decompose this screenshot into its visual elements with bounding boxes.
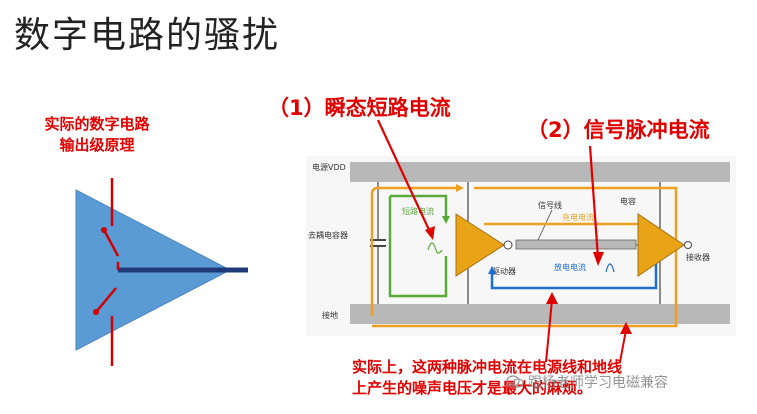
bottom-note-line-1: 实际上，这两种脉冲电流在电源线和地线 bbox=[352, 358, 623, 376]
green-short-loop bbox=[388, 196, 448, 298]
capacitor-label: 电容 bbox=[620, 196, 636, 206]
caption-transient-short-circuit: （1）瞬态短路电流 bbox=[268, 96, 451, 120]
gnd-label: 接地 bbox=[322, 310, 338, 320]
switch-bottom-pivot bbox=[93, 309, 99, 315]
switch-top-blade bbox=[102, 229, 120, 257]
driver-amplifier bbox=[455, 213, 505, 277]
bottom-note-line-2: 上产生的噪声电压才是最大的麻烦。 bbox=[352, 379, 593, 397]
left-caption-line-2: 输出级原理 bbox=[59, 136, 135, 154]
short-current-label: 短路电流 bbox=[402, 206, 434, 216]
driver-label: 驱动器 bbox=[492, 266, 516, 276]
receiver-amplifier bbox=[637, 213, 685, 277]
caption-signal-pulse-current: （2）信号脉冲电流 bbox=[527, 118, 710, 142]
arrow-to-short-current bbox=[377, 119, 431, 233]
left-caption: 实际的数字电路 输出级原理 bbox=[22, 114, 172, 156]
output-stage-schematic bbox=[75, 178, 248, 366]
arrow-to-rails bbox=[545, 299, 553, 363]
receiver-label: 接收器 bbox=[686, 252, 710, 262]
arrow-to-pulse-current bbox=[588, 145, 600, 259]
watermark-text: 跟杨老师学习电磁兼容 bbox=[528, 375, 668, 391]
page-title: 数字电路的骚扰 bbox=[14, 15, 281, 56]
bottom-note: 实际上，这两种脉冲电流在电源线和地线 上产生的噪声电压才是最大的麻烦。 bbox=[352, 357, 752, 399]
gnd-rail bbox=[350, 304, 730, 324]
vdd-rail bbox=[350, 162, 730, 182]
circuit-diagram: 电源VDD 接地 去耦电容器 短路电流 驱动器 信号线 充电电流 放电电流 电容… bbox=[306, 156, 736, 336]
switch-bottom-blade bbox=[95, 287, 117, 313]
watermark: 跟杨老师学习电磁兼容 bbox=[506, 372, 668, 392]
charge-current-label: 充电电流 bbox=[562, 212, 594, 222]
switch-top-pivot bbox=[101, 227, 107, 233]
signal-line-label: 信号线 bbox=[538, 200, 562, 210]
vdd-label: 电源VDD bbox=[312, 162, 346, 172]
discharge-current-path bbox=[490, 252, 658, 290]
orange-current-loop bbox=[370, 186, 456, 316]
discharge-current-label: 放电电流 bbox=[554, 262, 586, 272]
chat-bubble-icon bbox=[506, 375, 524, 388]
decoupling-cap-label: 去耦电容器 bbox=[308, 230, 348, 240]
left-caption-line-1: 实际的数字电路 bbox=[44, 115, 150, 133]
